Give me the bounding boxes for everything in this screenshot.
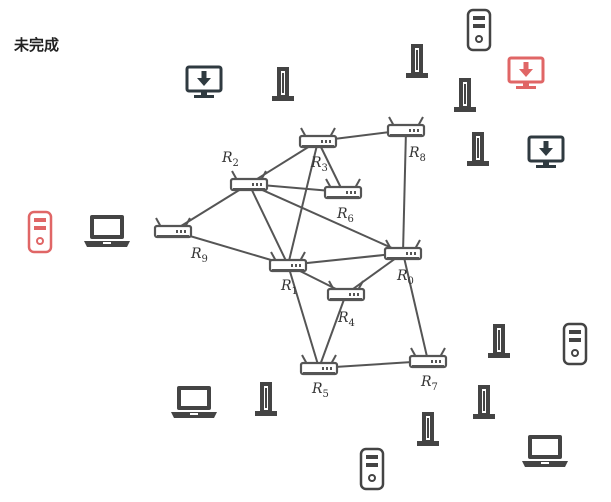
router-label-R0: R0 <box>396 268 414 287</box>
router-label-R8: R8 <box>408 145 426 164</box>
link-R3-R1 <box>287 140 319 266</box>
link-R1-R0 <box>287 252 404 266</box>
link-R2-R3 <box>248 140 319 185</box>
link-R1-R5 <box>287 264 320 369</box>
router-label-R3: R3 <box>310 155 328 174</box>
router-label-R5: R5 <box>311 381 329 400</box>
antenna-tower-icon[interactable] <box>467 132 489 166</box>
antenna-tower-icon[interactable] <box>488 324 510 358</box>
router-R5[interactable] <box>299 354 339 376</box>
router-label-R6: R6 <box>336 206 354 225</box>
router-R6[interactable] <box>323 178 363 200</box>
router-R4[interactable] <box>326 280 366 302</box>
server-tower-icon[interactable] <box>466 8 492 52</box>
laptop-icon[interactable] <box>171 386 217 418</box>
router-R8[interactable] <box>386 116 426 138</box>
server-tower-icon[interactable] <box>359 447 385 491</box>
router-R2[interactable] <box>229 170 269 192</box>
router-label-R4: R4 <box>337 310 355 329</box>
laptop-icon[interactable] <box>522 435 568 467</box>
server-tower-icon[interactable] <box>562 322 588 366</box>
link-R3-R6 <box>317 140 344 193</box>
router-R1[interactable] <box>268 251 308 273</box>
link-R8-R0 <box>402 129 407 254</box>
download-monitor-icon-alert[interactable] <box>507 56 545 89</box>
link-R9-R1 <box>172 230 289 266</box>
router-R0[interactable] <box>383 239 423 261</box>
link-R2-R0 <box>248 183 404 254</box>
link-R9-R2 <box>172 183 250 232</box>
router-R9[interactable] <box>153 217 193 239</box>
antenna-tower-icon[interactable] <box>473 385 495 419</box>
devices-layer <box>27 8 588 491</box>
link-R4-R5 <box>318 293 347 369</box>
antenna-tower-icon[interactable] <box>406 44 428 78</box>
link-R0-R7 <box>402 252 429 362</box>
router-label-R7: R7 <box>420 374 438 393</box>
antenna-tower-icon[interactable] <box>255 382 277 416</box>
antenna-tower-icon[interactable] <box>417 412 439 446</box>
router-R7[interactable] <box>408 347 448 369</box>
antenna-tower-icon[interactable] <box>272 67 294 101</box>
router-label-R1: R1 <box>280 278 298 297</box>
link-R2-R1 <box>248 183 289 266</box>
download-monitor-icon[interactable] <box>527 135 565 168</box>
router-label-R9: R9 <box>190 246 208 265</box>
status-label: 未完成 <box>14 36 60 54</box>
laptop-icon[interactable] <box>84 215 130 247</box>
download-monitor-icon[interactable] <box>185 65 223 98</box>
server-tower-icon-alert[interactable] <box>27 210 53 254</box>
router-R3[interactable] <box>298 127 338 149</box>
router-label-R2: R2 <box>221 150 239 169</box>
antenna-tower-icon[interactable] <box>454 78 476 112</box>
